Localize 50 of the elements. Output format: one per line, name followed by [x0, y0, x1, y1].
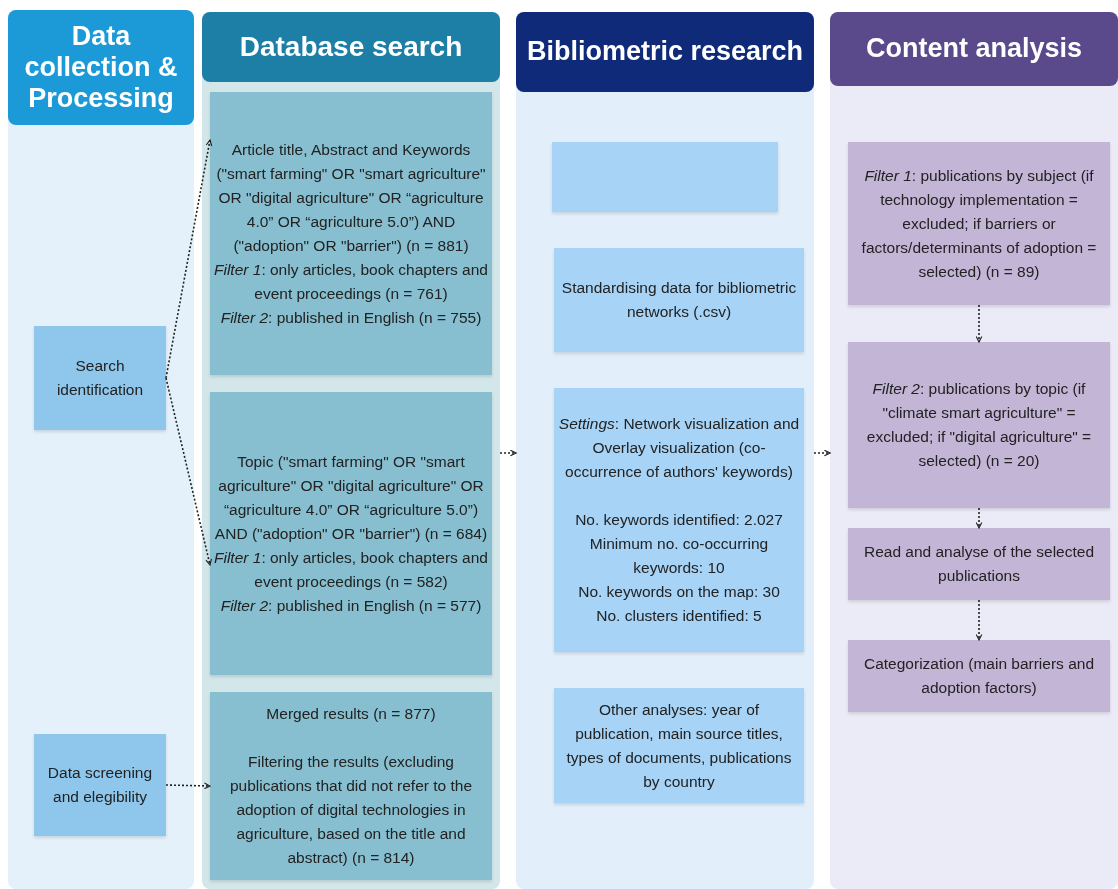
- process-box: [848, 142, 1110, 305]
- column-header: Content analysis: [830, 12, 1118, 86]
- dotted-arrow: [165, 377, 212, 566]
- blank-box: [552, 142, 778, 212]
- box-text: Settings: Network visualization and Overlay visualization (co-occurrence of authors' keywords): [558, 414, 800, 482]
- column-header: Data collection & Processing: [8, 10, 194, 125]
- dotted-arrow: [975, 599, 983, 641]
- dotted-arrow: [975, 304, 983, 343]
- process-box: [554, 248, 804, 352]
- process-box: [210, 692, 492, 880]
- process-box: [848, 640, 1110, 712]
- dotted-arrow: [813, 449, 831, 457]
- box-text: Merged results (n = 877): [266, 704, 436, 724]
- box-text: Topic ("smart farming" OR "smart agriculture" OR "digital agriculture" OR “agriculture 4.0” OR “agriculture 5.0”) AND ("adoption" OR "barrier") (n = 684): [214, 451, 488, 544]
- dotted-arrow: [165, 139, 213, 379]
- box-text: Article title, Abstract and Keywords ("smart farming" OR "smart agriculture" OR "digital agriculture" OR “agriculture 4.0” OR “agriculture 5.0”) AND ("adoption" OR "barrier") (n = 881): [215, 139, 487, 256]
- box-text: Data screening and elegibility: [46, 763, 154, 807]
- process-box: [554, 388, 804, 652]
- box-text: Filter 2: publications by topic (if "climate smart agriculture" = excluded; if "digital agriculture" = selected) (n = 20): [865, 379, 1093, 471]
- box-text: No. clusters identified: 5: [596, 606, 762, 626]
- box-text: Standardising data for bibliometric networks (.csv): [560, 278, 798, 322]
- dotted-arrow: [975, 507, 983, 529]
- process-box: [554, 688, 804, 803]
- process-box: [210, 392, 492, 675]
- box-text: Read and analyse of the selected publications: [862, 542, 1096, 586]
- process-box: [34, 326, 166, 430]
- box-text: Filter 2: published in English (n = 577): [220, 595, 482, 616]
- box-text: Minimum no. co-occurring keywords: 10: [588, 534, 770, 578]
- box-text: No. keywords on the map: 30: [578, 582, 780, 602]
- dotted-arrow: [165, 782, 211, 790]
- process-box: [848, 528, 1110, 600]
- process-box: [34, 734, 166, 836]
- box-text: Filter 1: only articles, book chapters and event proceedings (n = 582): [214, 547, 488, 592]
- box-text: Categorization (main barriers and adoption factors): [863, 654, 1095, 698]
- column-band: [202, 12, 500, 889]
- box-text: Filter 1: publications by subject (if technology implementation = excluded; if barriers or factors/determinants of adoption = selected) (n = 89): [860, 165, 1098, 282]
- box-text: Other analyses: year of publication, main source titles, types of documents, publications by country: [565, 699, 793, 792]
- column-header: Bibliometric research: [516, 12, 814, 92]
- column-band: [8, 10, 194, 889]
- process-box: [848, 342, 1110, 508]
- box-text: Filtering the results (excluding publications that did not refer to the adoption of digital technologies in agriculture, based on the title and abstract) (n = 814): [228, 752, 474, 868]
- box-text: Search identification: [55, 356, 145, 400]
- column-band: [516, 12, 814, 889]
- box-text: Filter 2: published in English (n = 755): [220, 307, 482, 328]
- box-text: No. keywords identified: 2.027: [575, 510, 783, 530]
- dotted-arrow: [499, 449, 517, 457]
- column-header: Database search: [202, 12, 500, 82]
- column-band: [830, 12, 1118, 889]
- process-box: [210, 92, 492, 375]
- box-text: Filter 1: only articles, book chapters and event proceedings (n = 761): [214, 259, 488, 304]
